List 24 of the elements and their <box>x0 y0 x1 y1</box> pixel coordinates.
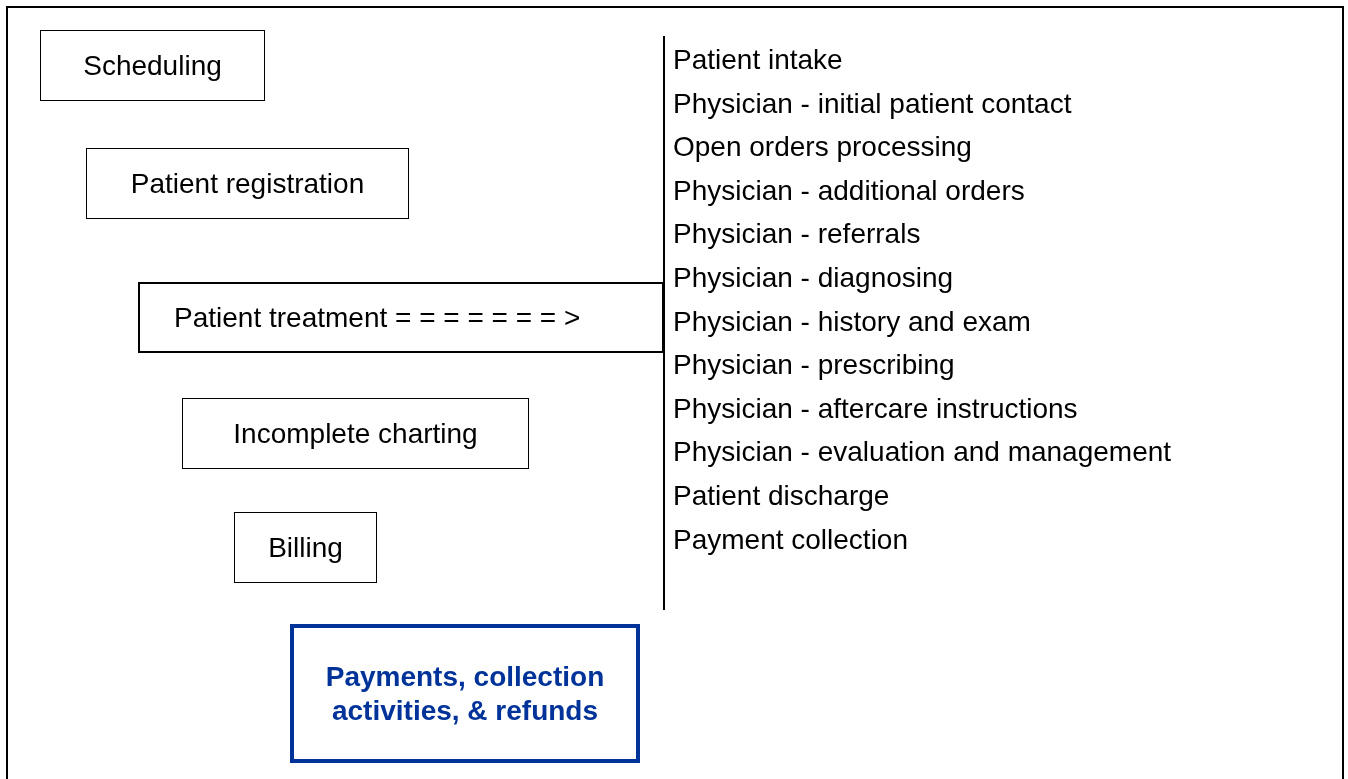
list-item: Physician - history and exam <box>673 304 1031 339</box>
box-label: Billing <box>268 531 343 564</box>
process-box <box>234 512 377 583</box>
list-item: Patient intake <box>673 43 843 77</box>
box-label: Patient registration <box>130 167 365 200</box>
list-item: Payment collection <box>673 522 908 557</box>
list-item: Physician - initial patient contact <box>673 86 1072 121</box>
process-box <box>290 624 640 763</box>
process-box <box>138 282 664 353</box>
list-item: Physician - diagnosing <box>673 261 954 295</box>
list-item: Physician - additional orders <box>673 173 1025 208</box>
box-label: Patient treatment = = = = = = = > <box>174 301 581 334</box>
process-box <box>40 30 265 101</box>
list-item: Physician - evaluation and management <box>673 435 1172 470</box>
box-label: Scheduling <box>83 49 222 82</box>
box-label: Incomplete charting <box>233 417 478 450</box>
list-item: Physician - prescribing <box>673 348 955 383</box>
process-box <box>86 148 409 219</box>
list-item: Patient discharge <box>673 479 890 513</box>
process-box <box>182 398 529 469</box>
list-item: Physician - referrals <box>673 217 921 252</box>
box-label: Payments, collection activities, & refunds <box>324 659 606 728</box>
list-item: Physician - aftercare instructions <box>673 391 1078 426</box>
list-item: Open orders processing <box>673 130 972 165</box>
